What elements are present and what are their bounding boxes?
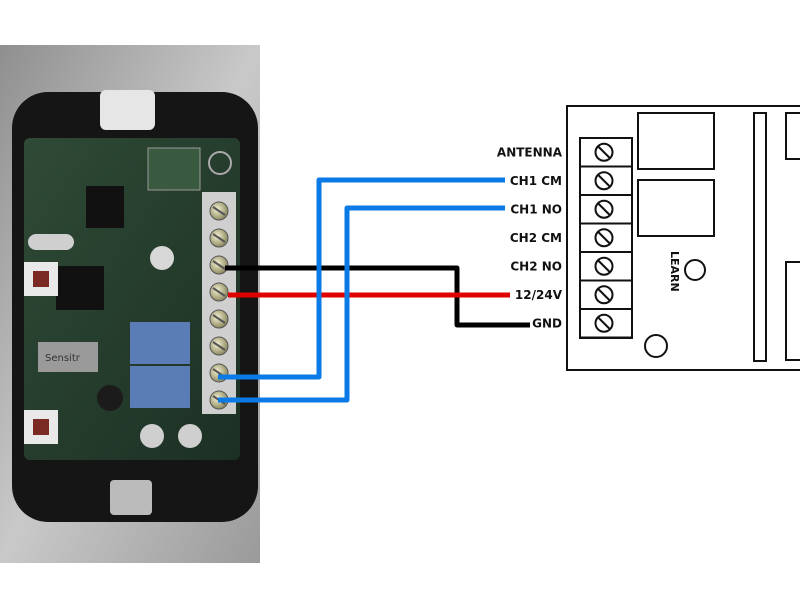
- capacitor-2: [97, 385, 123, 411]
- wires: [218, 177, 530, 403]
- relay-box-1: [637, 112, 715, 170]
- learn-button[interactable]: [684, 259, 706, 281]
- pcb-marking: Sensitr: [45, 353, 81, 364]
- component-bottom-right: [785, 261, 800, 361]
- housing-clip-bottom: [110, 480, 152, 515]
- antenna-connector: [147, 147, 201, 191]
- crystal: [28, 234, 74, 250]
- relay-1: [130, 322, 190, 364]
- wire-ch1-no: [218, 205, 505, 403]
- terminal-list: ANTENNA CH1 CM CH1 NO CH2 CM CH2 NO 12/24V GND: [497, 137, 633, 339]
- led-indicator: [644, 334, 668, 358]
- ic-chip-1: [86, 186, 124, 228]
- cap-bottom-2: [178, 424, 202, 448]
- receiver-schematic: LEARN ANTENNA CH1 CM CH1 NO CH2 CM CH2 NO 12/…: [497, 105, 800, 371]
- terminal-label: CH2 CM: [510, 231, 562, 245]
- photo-screws: [209, 201, 229, 410]
- terminal-label: 12/24V: [515, 288, 563, 302]
- terminal-label: CH1 NO: [510, 202, 562, 216]
- capacitor-1: [150, 246, 174, 270]
- receiver-photo: Sensitr: [0, 45, 260, 563]
- pcb-rail: [753, 112, 767, 362]
- housing-clip-top: [100, 90, 155, 130]
- terminal-label: CH1 CM: [510, 174, 562, 188]
- rf-module: [38, 342, 98, 372]
- wire-ch1-cm: [218, 177, 505, 380]
- learn-label: LEARN: [668, 251, 681, 292]
- relay-2: [130, 366, 190, 408]
- component-top-right: [785, 112, 800, 160]
- relay-box-2: [637, 179, 715, 237]
- ic-chip-2: [56, 266, 104, 310]
- terminal-label: CH2 NO: [510, 259, 562, 273]
- terminal-label: ANTENNA: [497, 145, 563, 159]
- cap-bottom-1: [140, 424, 164, 448]
- antenna-ring: [208, 151, 232, 175]
- terminal-label: GND: [532, 316, 562, 330]
